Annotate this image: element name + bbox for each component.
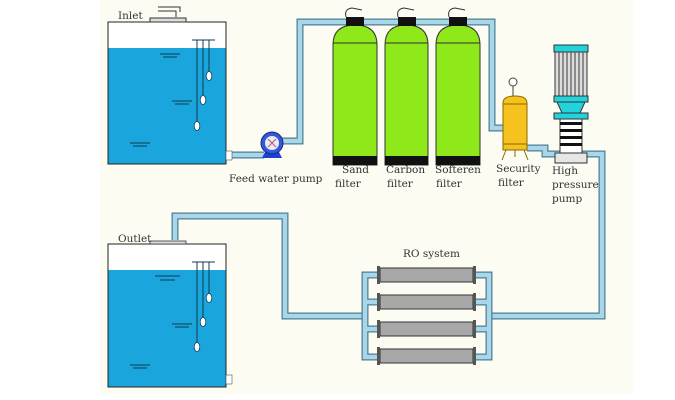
ro-membrane bbox=[379, 348, 474, 364]
softener-filter: Softeren filter bbox=[435, 7, 481, 190]
ro-system: RO system bbox=[361, 248, 493, 365]
ro-membrane bbox=[379, 267, 474, 283]
tank-water bbox=[108, 48, 226, 164]
valve-head-icon bbox=[449, 17, 467, 26]
ro-system-label: RO system bbox=[403, 248, 460, 260]
softener-filter-label-2: filter bbox=[436, 178, 463, 190]
product-tank: Outlet bbox=[107, 233, 233, 388]
ro-membrane bbox=[379, 321, 474, 337]
sand-filter-label-1: Sand bbox=[342, 164, 369, 176]
outlet-fitting-icon bbox=[149, 240, 187, 245]
high-pressure-pump-icon: High pressure pump bbox=[552, 44, 599, 205]
outlet-label: Outlet bbox=[118, 233, 152, 245]
ro-membrane bbox=[379, 294, 474, 310]
high-pressure-pump-label-3: pump bbox=[552, 193, 582, 205]
float-switch-icons bbox=[193, 293, 213, 352]
softener-filter-label-1: Softeren bbox=[435, 164, 481, 176]
sand-filter-label-2: filter bbox=[335, 178, 362, 190]
security-filter: Security filter bbox=[496, 77, 541, 189]
feed-water-pump-label: Feed water pump bbox=[229, 173, 323, 185]
security-filter-label-2: filter bbox=[498, 177, 525, 189]
sand-filter: Sand filter bbox=[332, 7, 378, 190]
pressure-gauge-icon bbox=[508, 77, 518, 87]
security-filter-label-1: Security bbox=[496, 163, 541, 175]
carbon-filter-label-1: Carbon bbox=[386, 164, 425, 176]
inlet-label: Inlet bbox=[118, 10, 143, 22]
valve-head-icon bbox=[346, 17, 364, 26]
float-switch-icons bbox=[193, 71, 213, 131]
high-pressure-pump-label-1: High bbox=[552, 165, 578, 177]
carbon-filter-label-2: filter bbox=[387, 178, 414, 190]
inlet-valve-icon bbox=[149, 6, 187, 23]
ro-membranes bbox=[379, 267, 474, 364]
tank-water bbox=[108, 270, 226, 387]
feed-tank: Inlet bbox=[107, 6, 233, 165]
valve-head-icon bbox=[398, 17, 416, 26]
feed-water-pump-icon: Feed water pump bbox=[229, 131, 323, 185]
carbon-filter: Carbon filter bbox=[384, 7, 429, 190]
high-pressure-pump-label-2: pressure bbox=[552, 179, 599, 191]
